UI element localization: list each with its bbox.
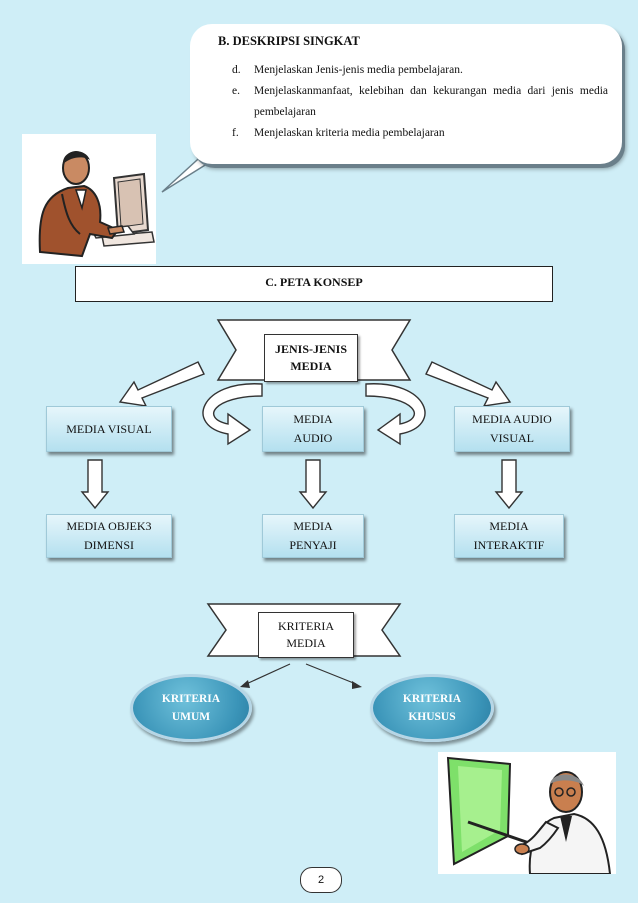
description-list: d. Menjelaskan Jenis-jenis media pembela… (232, 60, 608, 144)
media-interaktif-box: MEDIA INTERAKTIF (454, 514, 564, 558)
down-arrow-audio-icon (298, 459, 328, 510)
line-to-umum (243, 663, 291, 686)
down-arrow-audio-visual-icon (494, 459, 524, 510)
media-interaktif-text: MEDIA INTERAKTIF (473, 519, 545, 552)
arrowhead-khusus-icon (352, 681, 362, 689)
jenis-media-label: JENIS-JENIS MEDIA (264, 334, 358, 382)
arrow-to-visual-icon (118, 361, 205, 407)
list-item: e. Menjelaskanmanfaat, kelebihan dan kek… (232, 81, 608, 123)
person-at-computer-illustration (22, 134, 156, 264)
media-objek-box: MEDIA OBJEK3 DIMENSI (46, 514, 172, 558)
media-audio-box: MEDIA AUDIO (262, 406, 364, 452)
section-title-peta: C. PETA KONSEP (265, 275, 363, 289)
section-title-box-peta: C. PETA KONSEP (75, 266, 553, 302)
list-text: Menjelaskanmanfaat, kelebihan dan kekura… (254, 85, 608, 118)
list-item: d. Menjelaskan Jenis-jenis media pembela… (232, 60, 608, 81)
media-penyaji-box: MEDIA PENYAJI (262, 514, 364, 558)
kriteria-media-text: KRITERIA MEDIA (278, 619, 334, 650)
list-letter: f. (232, 127, 239, 139)
media-penyaji-text: MEDIA PENYAJI (289, 519, 337, 552)
line-to-khusus (305, 663, 357, 685)
media-visual-text: MEDIA VISUAL (66, 421, 152, 436)
list-text: Menjelaskan kriteria media pembelajaran (254, 127, 445, 139)
curved-arrow-left-icon (202, 383, 263, 446)
curved-arrow-right-icon (365, 383, 426, 446)
list-item: f. Menjelaskan kriteria media pembelajar… (232, 123, 608, 144)
kriteria-media-label: KRITERIA MEDIA (258, 612, 354, 658)
down-arrow-visual-icon (80, 459, 110, 510)
kriteria-umum-text: KRITERIA UMUM (161, 693, 221, 723)
list-letter: e. (232, 85, 240, 97)
arrowhead-umum-icon (240, 680, 250, 688)
media-audio-visual-text: MEDIA AUDIO VISUAL (472, 412, 552, 445)
list-letter: d. (232, 64, 241, 76)
kriteria-umum-circle: KRITERIA UMUM (130, 674, 252, 742)
jenis-media-text: JENIS-JENIS MEDIA (274, 342, 348, 373)
page-number: 2 (300, 867, 342, 893)
section-title-deskripsi: B. DESKRIPSI SINGKAT (218, 34, 360, 48)
media-visual-box: MEDIA VISUAL (46, 406, 172, 452)
media-audio-visual-box: MEDIA AUDIO VISUAL (454, 406, 570, 452)
description-bubble (190, 24, 622, 164)
media-audio-text: MEDIA AUDIO (293, 412, 333, 445)
arrow-to-audio-visual-icon (425, 361, 512, 407)
kriteria-khusus-circle: KRITERIA KHUSUS (370, 674, 494, 742)
page-number-text: 2 (317, 874, 325, 886)
media-objek-text: MEDIA OBJEK3 DIMENSI (66, 519, 152, 552)
kriteria-khusus-text: KRITERIA KHUSUS (402, 693, 462, 723)
teacher-pointing-board-illustration (438, 752, 616, 875)
list-text: Menjelaskan Jenis-jenis media pembelajar… (254, 64, 463, 76)
